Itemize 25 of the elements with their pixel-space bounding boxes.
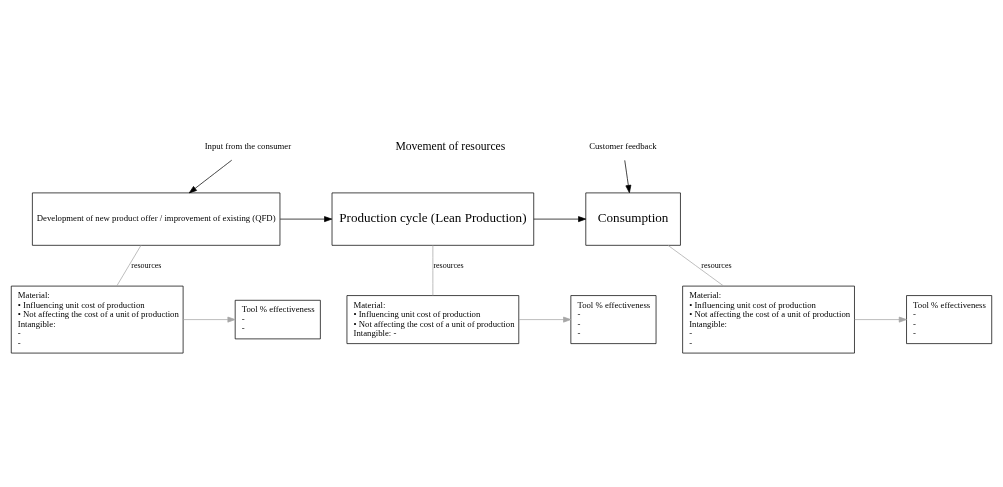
node-text: Customer feedback: [589, 141, 657, 152]
connector: [116, 244, 142, 287]
arrow: [854, 316, 907, 323]
node-box: Material: • Influencing unit cost of production • Not affecting the cost of a unit of production Intangible: -: [346, 295, 520, 344]
edge-label: resources: [131, 260, 162, 270]
node-box: Tool % effectiveness - -: [234, 299, 321, 340]
node-box: Production cycle (Lean Production): [331, 192, 535, 246]
node-box: Material: • Influencing unit cost of production • Not affecting the cost of a unit of production Intangible: - -: [682, 285, 855, 354]
node-box: Tool % effectiveness - - -: [906, 295, 993, 344]
node-box: Consumption: [585, 192, 681, 246]
node-box: Development of new product offer / improvement of existing (QFD): [32, 192, 281, 246]
arrow: [188, 159, 233, 194]
arrow: [533, 216, 587, 223]
label: Movement of resources: [395, 139, 506, 153]
edge-label: resources: [433, 260, 464, 270]
arrow: [182, 316, 236, 323]
arrow: [624, 160, 632, 194]
arrow: [518, 316, 572, 323]
edge-label: resources: [701, 260, 732, 270]
node-box: Tool % effectiveness - - -: [570, 295, 657, 344]
node-text: Input from the consumer: [204, 141, 292, 152]
arrow: [279, 216, 333, 223]
node-box: Material: • Influencing unit cost of production • Not affecting the cost of a unit of production Intangible: - -: [10, 285, 184, 354]
connector: [667, 244, 724, 287]
connector: [432, 244, 434, 296]
